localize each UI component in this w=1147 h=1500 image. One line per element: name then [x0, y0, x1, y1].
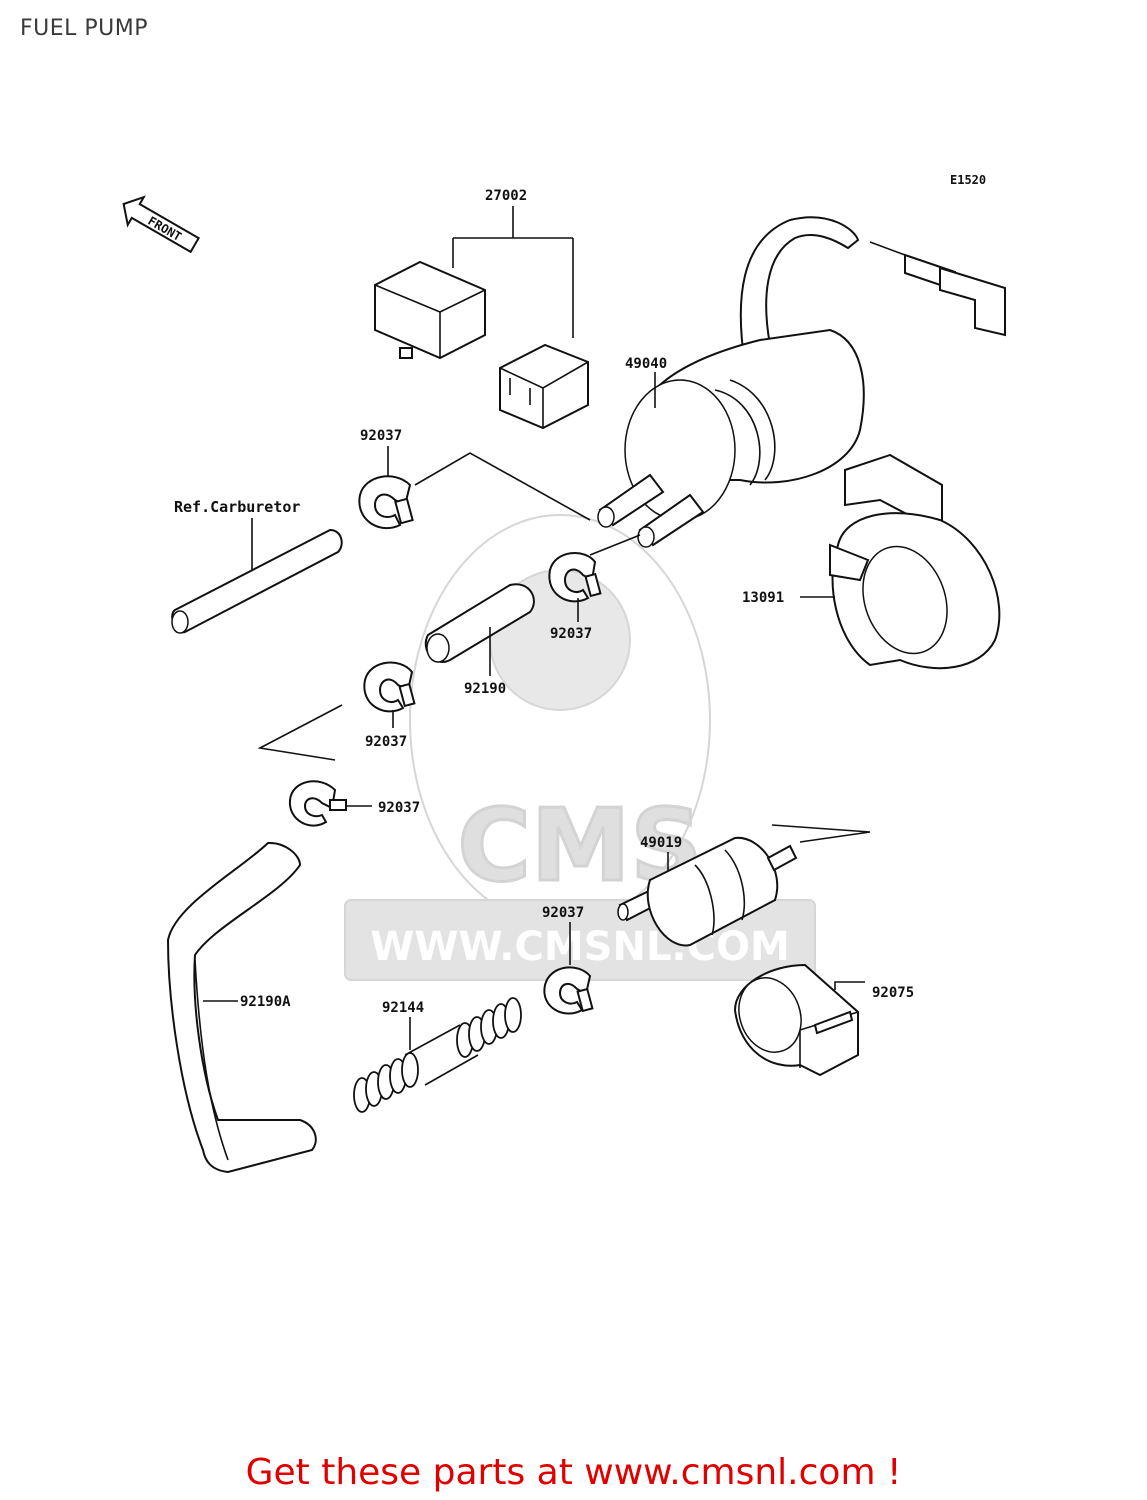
- part-label-fuel-pump: 49040: [625, 356, 667, 372]
- footer-cta-link[interactable]: Get these parts at www.cmsnl.com !: [245, 1452, 902, 1493]
- parts-diagram: CMS WWW.CMSNL.COM E1520 FRONT 27002 4904…: [122, 173, 1006, 1174]
- watermark-url: WWW.CMSNL.COM: [370, 924, 790, 970]
- clamp-92037-c: 92037: [363, 661, 416, 750]
- front-arrow-icon: FRONT: [122, 195, 201, 254]
- diagram-code: E1520: [950, 173, 986, 187]
- ref-carburetor: Ref.Carburetor: [171, 498, 343, 634]
- part-label-bracket: 13091: [742, 590, 784, 606]
- holder-92075: 92075: [733, 963, 914, 1077]
- page-title: FUEL PUMP: [20, 16, 149, 41]
- ref-carburetor-label: Ref.Carburetor: [174, 498, 300, 516]
- part-label-clamp-c: 92037: [365, 734, 407, 750]
- part-label-relay: 27002: [485, 188, 527, 204]
- bracket-13091: 13091: [742, 453, 1001, 670]
- hose-92190a: 92190A: [166, 841, 317, 1174]
- clamp-92037-a: 92037: [358, 428, 414, 530]
- hose-92190: 92190: [424, 583, 535, 697]
- fuel-pump-49040: 49040: [597, 216, 1006, 548]
- part-label-holder: 92075: [872, 985, 914, 1001]
- watermark: CMS WWW.CMSNL.COM: [344, 514, 816, 981]
- fuel-filter-49019: 49019: [617, 835, 798, 947]
- part-label-hose: 92190: [464, 681, 506, 697]
- part-label-spring: 92144: [382, 1000, 424, 1016]
- part-label-clamp-b: 92037: [550, 626, 592, 642]
- clamp-92037-b: 92037: [548, 551, 602, 642]
- part-label-fuel-filter: 49019: [640, 835, 682, 851]
- part-label-clamp-d: 92037: [378, 800, 420, 816]
- relay-27002: 27002: [374, 188, 589, 430]
- spring-92144: 92144: [353, 997, 522, 1113]
- part-label-clamp-e: 92037: [542, 905, 584, 921]
- part-label-clamp-a: 92037: [360, 428, 402, 444]
- clamp-92037-e: 92037: [542, 905, 594, 1015]
- clamp-92037-d: 92037: [288, 780, 420, 827]
- part-label-hose-a: 92190A: [240, 994, 291, 1010]
